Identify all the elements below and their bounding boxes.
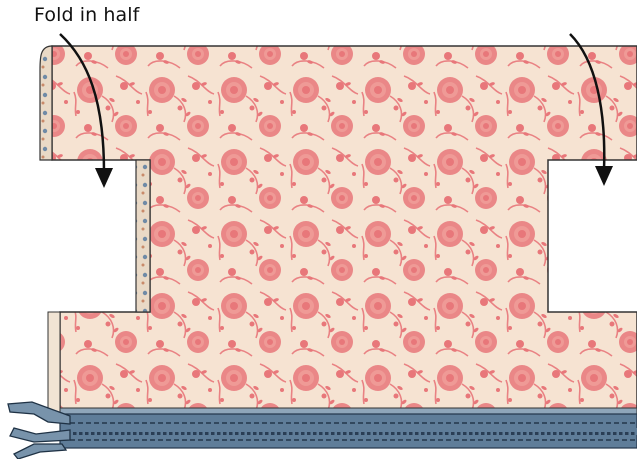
folded-lining-edge: [40, 46, 52, 160]
lining-strip: [136, 160, 150, 312]
zipper: [8, 402, 637, 459]
